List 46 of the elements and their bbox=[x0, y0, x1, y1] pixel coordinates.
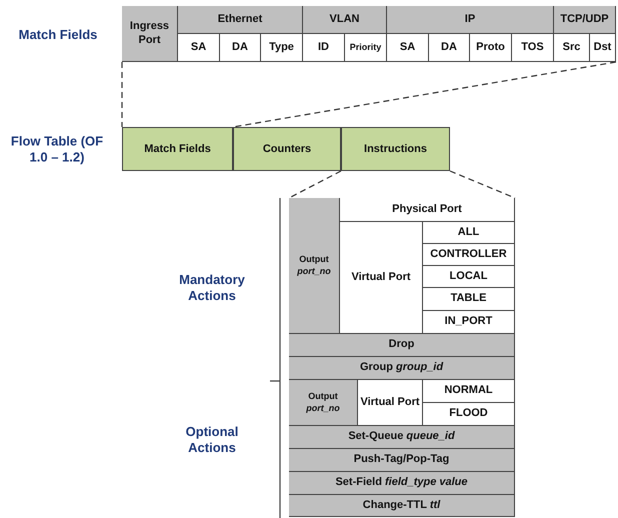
table-cell: TABLE bbox=[423, 288, 515, 311]
table-cell: SA bbox=[387, 34, 429, 62]
header-cell: TCP/UDP bbox=[554, 6, 616, 34]
section-label: Mandatory Actions bbox=[178, 270, 246, 305]
table-cell: ALL bbox=[423, 222, 515, 244]
table-cell: Change-TTL ttl bbox=[289, 495, 515, 517]
table-cell: Src bbox=[554, 34, 590, 62]
table-cell: Set-Field field_type value bbox=[289, 472, 515, 495]
table-cell: CONTROLLER bbox=[423, 244, 515, 266]
section-label: Optional Actions bbox=[184, 422, 240, 457]
table-cell: Match Fields bbox=[122, 127, 233, 171]
table-cell: DA bbox=[220, 34, 261, 62]
table-cell: Set-Queue queue_id bbox=[289, 426, 515, 449]
table-cell: Group group_id bbox=[289, 357, 515, 380]
header-cell: IP bbox=[387, 6, 554, 34]
table-cell: Physical Port bbox=[340, 198, 515, 222]
table-cell: ID bbox=[303, 34, 345, 62]
table-cell: Type bbox=[261, 34, 303, 62]
dashed-line bbox=[121, 62, 123, 127]
dashed-line bbox=[450, 170, 516, 199]
table-cell: Instructions bbox=[341, 127, 450, 171]
table-cell: TOS bbox=[512, 34, 554, 62]
table-cell: Virtual Port bbox=[340, 222, 423, 334]
dashed-line bbox=[288, 170, 342, 199]
table-heading: Match Fields bbox=[18, 26, 98, 42]
table-cell: SA bbox=[178, 34, 220, 62]
table-cell: Proto bbox=[470, 34, 512, 62]
table-cell: FLOOD bbox=[423, 403, 515, 426]
table-heading: Flow Table (OF 1.0 – 1.2) bbox=[10, 133, 104, 165]
table-cell: Dst bbox=[590, 34, 616, 62]
table-cell: LOCAL bbox=[423, 266, 515, 288]
actions-table bbox=[289, 198, 515, 517]
dashed-line bbox=[232, 61, 616, 128]
table-cell: DA bbox=[429, 34, 470, 62]
header-cell: VLAN bbox=[303, 6, 387, 34]
table-cell: Drop bbox=[289, 334, 515, 357]
table-cell: Output port_no bbox=[289, 198, 340, 334]
table-cell: Output port_no bbox=[289, 380, 358, 426]
table-cell: Push-Tag/Pop-Tag bbox=[289, 449, 515, 472]
table-cell: IN_PORT bbox=[423, 311, 515, 334]
table-cell: NORMAL bbox=[423, 380, 515, 403]
header-cell: Ethernet bbox=[178, 6, 303, 34]
table-cell: Virtual Port bbox=[358, 380, 423, 426]
table-cell: Counters bbox=[233, 127, 341, 171]
header-cell: Ingress Port bbox=[122, 6, 178, 62]
table-cell: Priority bbox=[345, 34, 387, 62]
